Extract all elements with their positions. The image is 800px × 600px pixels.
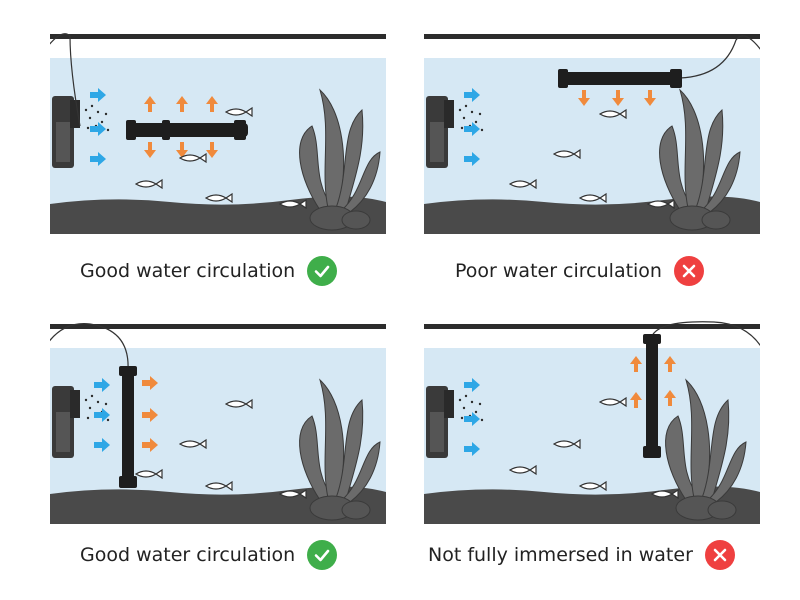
- panel-high-heater-poor: [424, 30, 760, 234]
- bubbles: [458, 104, 484, 132]
- panel-partially-immersed-heater-bad: [424, 320, 760, 524]
- plant: [299, 88, 381, 231]
- caption-1: Good water circulation: [80, 254, 338, 288]
- heat-arrows: [142, 376, 158, 452]
- flow-arrows: [90, 88, 106, 166]
- heat-arrows: [630, 356, 676, 408]
- plant: [659, 88, 741, 231]
- heat-arrows: [578, 90, 656, 106]
- tank-rim: [424, 324, 760, 329]
- cross-icon: [673, 256, 704, 286]
- bubbles: [84, 104, 110, 132]
- filter: [52, 386, 80, 458]
- caption-text: Poor water circulation: [455, 260, 662, 282]
- fish: [134, 398, 307, 500]
- caption-3: Good water circulation: [80, 538, 338, 572]
- caption-text: Not fully immersed in water: [428, 544, 693, 566]
- heater: [558, 69, 682, 88]
- panel-horizontal-heater-good: [50, 30, 386, 234]
- filter: [426, 386, 454, 458]
- fish: [508, 108, 675, 210]
- flow-arrows: [464, 378, 480, 456]
- checkmark-icon: [307, 540, 338, 570]
- plant: [299, 378, 381, 521]
- caption-4: Not fully immersed in water: [428, 538, 735, 572]
- tank-rim: [424, 34, 760, 39]
- caption-2: Poor water circulation: [455, 254, 704, 288]
- heater: [126, 120, 248, 140]
- flow-arrows: [464, 88, 480, 166]
- caption-text: Good water circulation: [80, 544, 296, 566]
- tank-rim: [50, 34, 386, 39]
- power-cord: [50, 323, 129, 371]
- cross-icon: [704, 540, 735, 570]
- panel-vertical-heater-good: [50, 320, 386, 524]
- caption-text: Good water circulation: [80, 260, 296, 282]
- plant: [665, 378, 747, 521]
- heat-arrows: [144, 96, 218, 158]
- power-cord: [50, 33, 81, 127]
- power-cord: [651, 321, 760, 347]
- filter: [426, 96, 454, 168]
- fish: [508, 396, 679, 500]
- checkmark-icon: [307, 256, 338, 286]
- flow-arrows: [94, 378, 110, 452]
- tank-rim: [50, 324, 386, 329]
- filter: [52, 96, 80, 168]
- heater: [643, 334, 661, 458]
- heater: [119, 366, 137, 488]
- power-cord: [679, 35, 760, 79]
- fish: [134, 106, 307, 210]
